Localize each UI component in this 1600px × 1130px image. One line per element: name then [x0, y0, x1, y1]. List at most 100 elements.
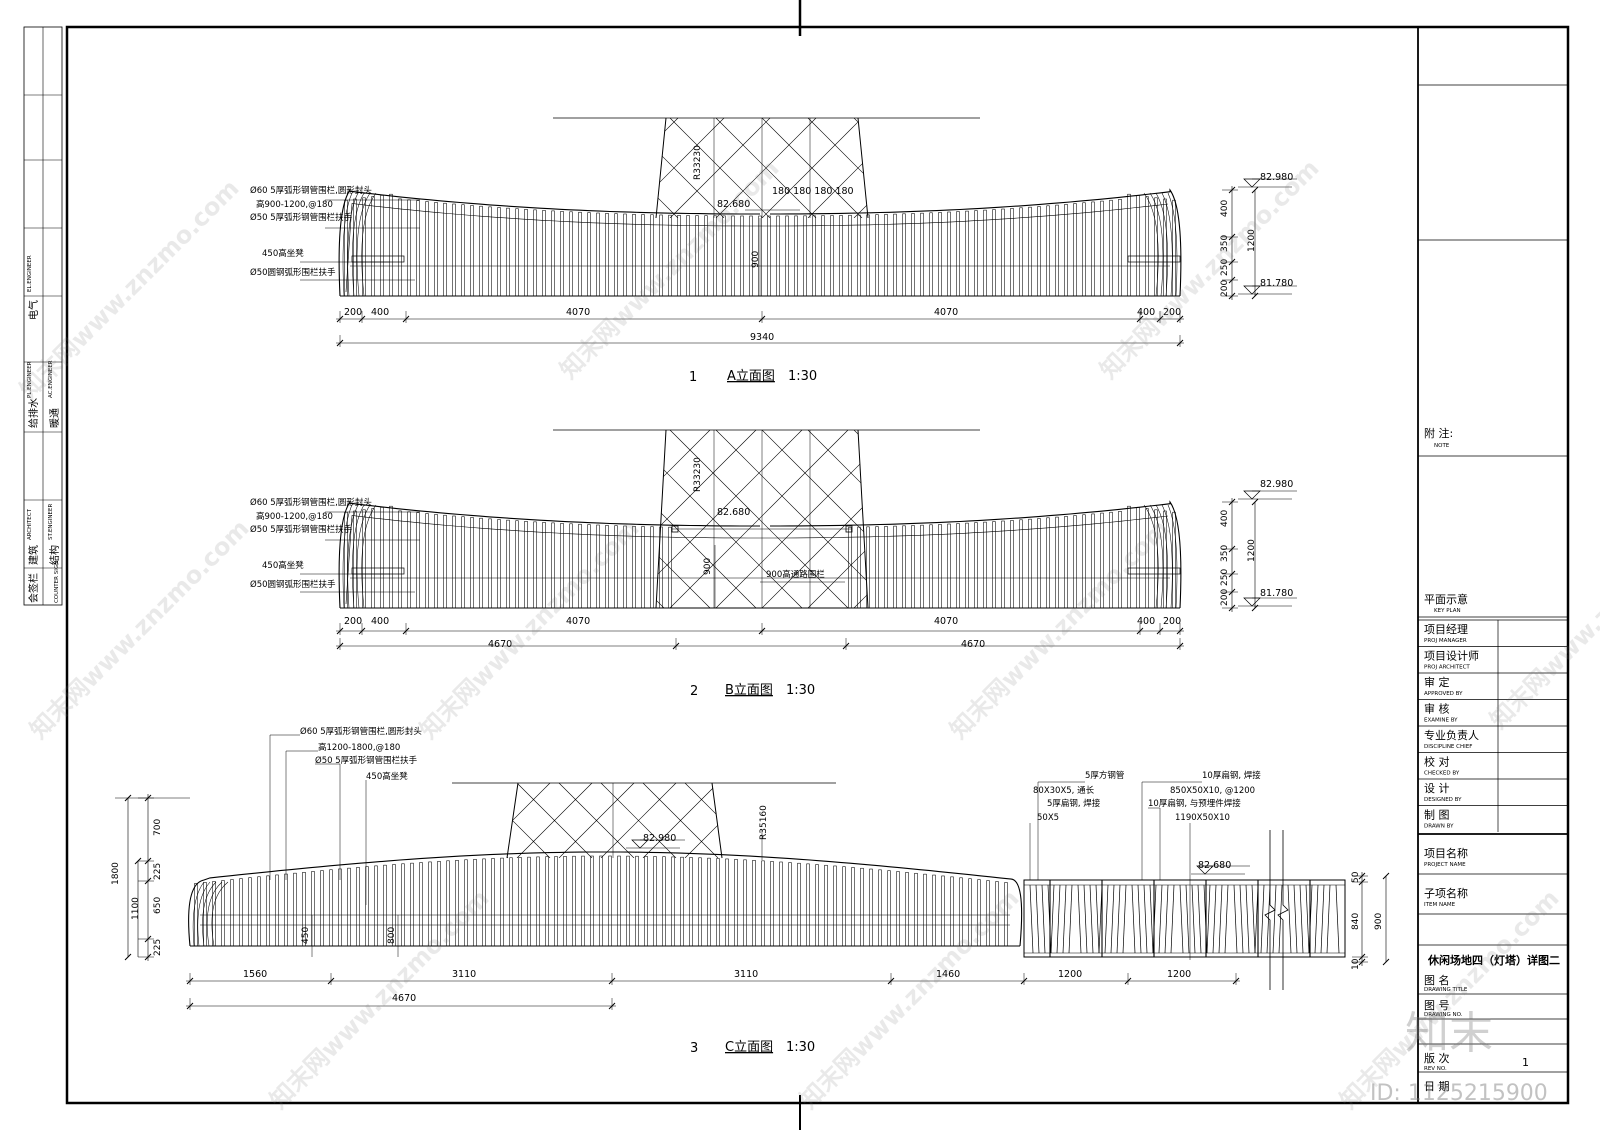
countersign-hvac-cn: 暖通 [48, 408, 61, 428]
fence-picket [452, 515, 456, 609]
project-name-label-en: PROJECT NAME [1424, 862, 1466, 868]
fence-picket [497, 207, 501, 297]
c-inner-vdim-800: 800 [387, 927, 397, 944]
c-lattice-member [684, 783, 722, 858]
fence-picket [911, 525, 915, 609]
lattice-member [1084, 118, 1184, 218]
b-elev-bottom: 81.780 [1260, 588, 1293, 599]
a-annotation-seat: 450高坐凳 [262, 248, 304, 259]
c-fence-picket [338, 868, 342, 947]
fence-picket [785, 215, 789, 297]
fence-picket [1109, 511, 1113, 609]
fence-end-curve [1143, 192, 1159, 297]
fence-picket [983, 521, 987, 609]
fence-picket [470, 517, 474, 609]
c-fence-picket [257, 876, 261, 947]
lattice-member [669, 118, 771, 218]
b-hdim-3: 4070 [934, 616, 958, 627]
b-vdim-350: 350 [1220, 545, 1230, 562]
fence-picket [380, 507, 384, 609]
drawing-title-label-en: DRAWING TITLE [1424, 987, 1468, 993]
c-fence-picket [284, 873, 288, 947]
c-left-vtotal-tick [124, 953, 132, 961]
c-grille-bar [1206, 884, 1211, 954]
fence-picket [452, 203, 456, 297]
c-right-vdim-840: 840 [1351, 913, 1361, 930]
c-grille-bar [1131, 884, 1136, 954]
b-vdim-250: 250 [1220, 569, 1230, 586]
lattice-member [992, 118, 1092, 218]
fence-picket [695, 215, 699, 297]
fence-picket [407, 511, 411, 609]
c-fence-picket [329, 869, 333, 947]
c-fence-picket [977, 879, 981, 947]
fence-picket [1163, 198, 1167, 297]
b-vdim-200: 200 [1220, 589, 1230, 606]
a-annotation-height: 高900-1200,@180 [256, 199, 333, 210]
c-fence-picket [428, 861, 432, 947]
fence-picket [875, 526, 879, 609]
fence-picket [1127, 505, 1131, 609]
c-lattice-member [600, 783, 677, 858]
lattice-member [348, 118, 448, 218]
c-left-vdim-225a: 225 [153, 863, 163, 880]
fence-picket [929, 524, 933, 609]
lattice-member [486, 118, 586, 218]
fence-picket [587, 524, 591, 609]
c-grille-bar [1218, 884, 1223, 954]
fence-picket [479, 517, 483, 609]
c-grille-bar [1083, 884, 1088, 954]
tower-outline [655, 429, 869, 609]
fence-picket [1163, 510, 1167, 609]
fence-picket [1136, 195, 1140, 297]
c-grille-bar [1260, 884, 1265, 954]
c-fence-picket [383, 864, 387, 947]
fence-picket [938, 524, 942, 609]
fence-picket [1046, 205, 1050, 297]
b-annotation-rail: Ø50 5厚弧形钢管围栏扶手 [250, 524, 353, 535]
fence-picket [623, 525, 627, 609]
role-label-cn: 制 图 [1424, 809, 1450, 822]
fence-picket [1082, 202, 1086, 297]
fence-picket [677, 215, 681, 297]
c-grille-bar [1293, 884, 1298, 954]
fence-picket [506, 207, 510, 297]
fence-picket [1019, 519, 1023, 609]
fence-picket [650, 214, 654, 297]
c-lattice-member [307, 783, 382, 858]
fence-picket [551, 210, 555, 297]
countersign-struct-en: ST.ENGINEER [48, 504, 54, 540]
fence-picket [884, 526, 888, 609]
fence-picket [605, 525, 609, 609]
c-fence-picket [437, 861, 441, 947]
fence-picket [884, 214, 888, 297]
b-hdim-0: 200 [344, 616, 362, 627]
fence-picket [686, 215, 690, 297]
lattice-member [1084, 118, 1184, 218]
lattice-member [807, 430, 868, 608]
role-label-cn: 项目经理 [1424, 623, 1468, 636]
drawing-border [65, 25, 1570, 1105]
fence-picket [407, 199, 411, 297]
fence-picket [1145, 196, 1149, 297]
fence-picket [371, 196, 375, 297]
fence-picket [488, 206, 492, 297]
fence-picket [1145, 508, 1149, 609]
c-fence-picket [275, 874, 279, 947]
c-lattice-member [507, 783, 551, 858]
fence-picket [1037, 518, 1041, 609]
b-annotation-seat: 450高坐凳 [262, 560, 304, 571]
fence-picket [1001, 520, 1005, 609]
fence-picket [983, 209, 987, 297]
c-break-line [1277, 830, 1289, 990]
fence-picket [650, 526, 654, 609]
elevation-a-labels: Ø60 5厚弧形钢管围栏,圆形封头 高900-1200,@180 Ø50 5厚弧… [250, 145, 1293, 385]
c-fence-picket [356, 867, 360, 947]
a-hdim-1: 400 [371, 307, 389, 318]
role-label-en: PROJ ARCHITECT [1424, 665, 1470, 671]
c-lattice-member [391, 783, 466, 858]
lattice-member [348, 118, 448, 218]
c-right-ann-7: 1190X50X10 [1175, 813, 1230, 823]
c-fence-picket [986, 880, 990, 947]
c-fence-picket [896, 871, 900, 947]
